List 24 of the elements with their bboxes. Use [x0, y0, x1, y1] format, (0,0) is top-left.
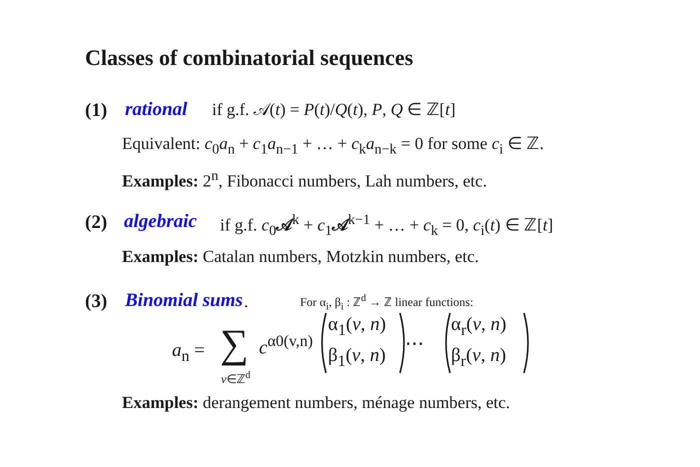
- punctuation: .: [244, 293, 248, 312]
- item-number: (3): [85, 292, 108, 313]
- note-text: For α$_{i}$, β$_{i}$ : ℤ$^{d}$ → ℤ linear functions:: [300, 293, 474, 312]
- formula-text: α$_{r}$(v, n): [451, 315, 506, 340]
- sum-symbol: ∑: [220, 322, 249, 366]
- item-number: (1): [85, 101, 108, 122]
- formula-text: c$^{α0(v,n)}$: [259, 333, 313, 360]
- examples-text: Examples: derangement numbers, ménage numbers, etc.: [122, 394, 510, 413]
- examples-text: Examples: 2$^{n}$, Fibonacci numbers, Lah numbers, etc.: [122, 169, 487, 192]
- term: Binomial sums: [125, 291, 243, 312]
- term: rational: [125, 100, 188, 121]
- formula-text: β$_{1}$(v, n): [328, 346, 386, 370]
- note-text: Equivalent: c$_{0}$a$_{n}$ + c$_{1}$a$_{n−1}$ + … + c$_{k}$a$_{n−k}$ = 0 for some c$_{i}$ ∈ ℤ.: [122, 135, 544, 158]
- term: algebraic: [124, 212, 197, 233]
- formula-text: a$_{n}$ =: [172, 341, 205, 366]
- formula-text: v∈ℤ$^{d}$: [221, 370, 250, 386]
- formula-text: β$_{r}$(v, n): [451, 346, 506, 370]
- examples-text: Examples: Catalan numbers, Motzkin numbers, etc.: [122, 248, 479, 267]
- definition-text: if g.f. c$_{0}$𝒜$^{k}$ + c$_{1}$𝒜$^{k−1}$ + … + c$_{k}$ = 0, c$_{i}$(t) ∈ ℤ[t]: [220, 213, 554, 240]
- item-number: (2): [85, 213, 108, 234]
- slide-title: Classes of combinatorial sequences: [85, 46, 414, 70]
- formula-text: α$_{1}$(v, n): [328, 315, 386, 340]
- formula-text: ⋯: [405, 335, 424, 356]
- definition-text: if g.f. 𝒜(t) = P(t)/Q(t), P, Q ∈ ℤ[t]: [212, 101, 456, 120]
